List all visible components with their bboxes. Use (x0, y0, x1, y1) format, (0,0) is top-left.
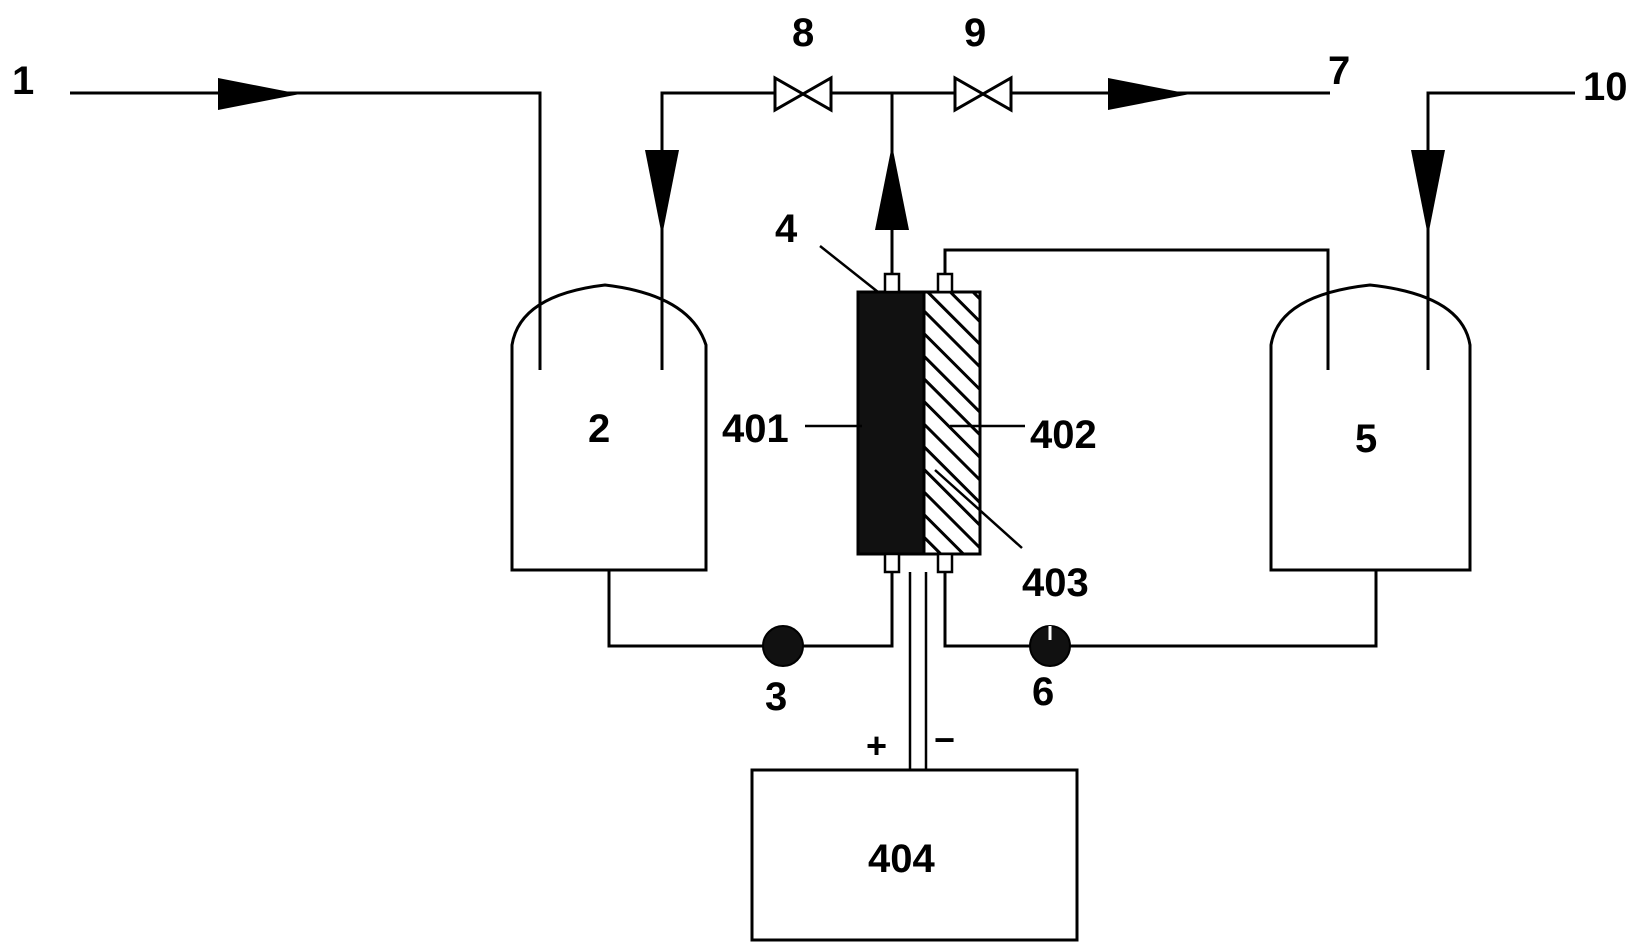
label-tank-2: 2 (588, 407, 610, 451)
valve-8[interactable] (773, 75, 833, 113)
cathode-chamber (922, 290, 982, 556)
label-cathode-chamber: 402 (1030, 413, 1097, 457)
label-plus: + (866, 725, 887, 766)
cell-port-top-left (883, 272, 901, 294)
cell-port-bottom-left (883, 552, 901, 574)
electrochemical-cell (856, 272, 982, 574)
flow-arrow-right-icon (1108, 78, 1190, 110)
label-power-supply: 404 (868, 837, 935, 881)
cell-outlet-line (875, 93, 909, 275)
label-right-inlet: 10 (1583, 65, 1628, 109)
loop-line-right (943, 570, 1378, 648)
label-valve-8: 8 (792, 11, 814, 55)
loop-line-left (607, 570, 894, 648)
label-outlet: 7 (1328, 49, 1350, 93)
label-pump-3: 3 (765, 675, 787, 719)
label-anode-chamber: 401 (722, 407, 789, 451)
tank-5 (1269, 283, 1472, 572)
flow-arrow-right-icon (218, 78, 300, 110)
flow-arrow-down-icon (1411, 150, 1445, 236)
label-valve-9: 9 (964, 11, 986, 55)
leader-lines (805, 245, 1025, 549)
cell-port-top-right (936, 272, 954, 294)
pump-3[interactable] (762, 625, 804, 667)
return-line-tank-2 (645, 91, 800, 370)
tank-2 (510, 283, 708, 572)
anode-chamber (856, 290, 926, 556)
label-cell: 4 (775, 207, 798, 251)
flow-arrow-up-icon (875, 145, 909, 230)
label-pump-6: 6 (1032, 670, 1054, 714)
electrode-wires (908, 572, 928, 770)
flow-arrow-down-icon (645, 150, 679, 236)
feed-line-1 (70, 78, 542, 370)
label-membrane: 403 (1022, 561, 1089, 605)
label-feed-inlet: 1 (12, 59, 34, 103)
label-minus: − (934, 719, 955, 760)
valve-9[interactable] (953, 75, 1013, 113)
label-tank-5: 5 (1355, 417, 1377, 461)
cell-port-bottom-right (936, 552, 954, 574)
inlet-line-10 (1411, 91, 1575, 370)
power-supply (750, 768, 1079, 942)
cathode-return-line (943, 248, 1330, 370)
outlet-line-7 (1011, 78, 1330, 110)
